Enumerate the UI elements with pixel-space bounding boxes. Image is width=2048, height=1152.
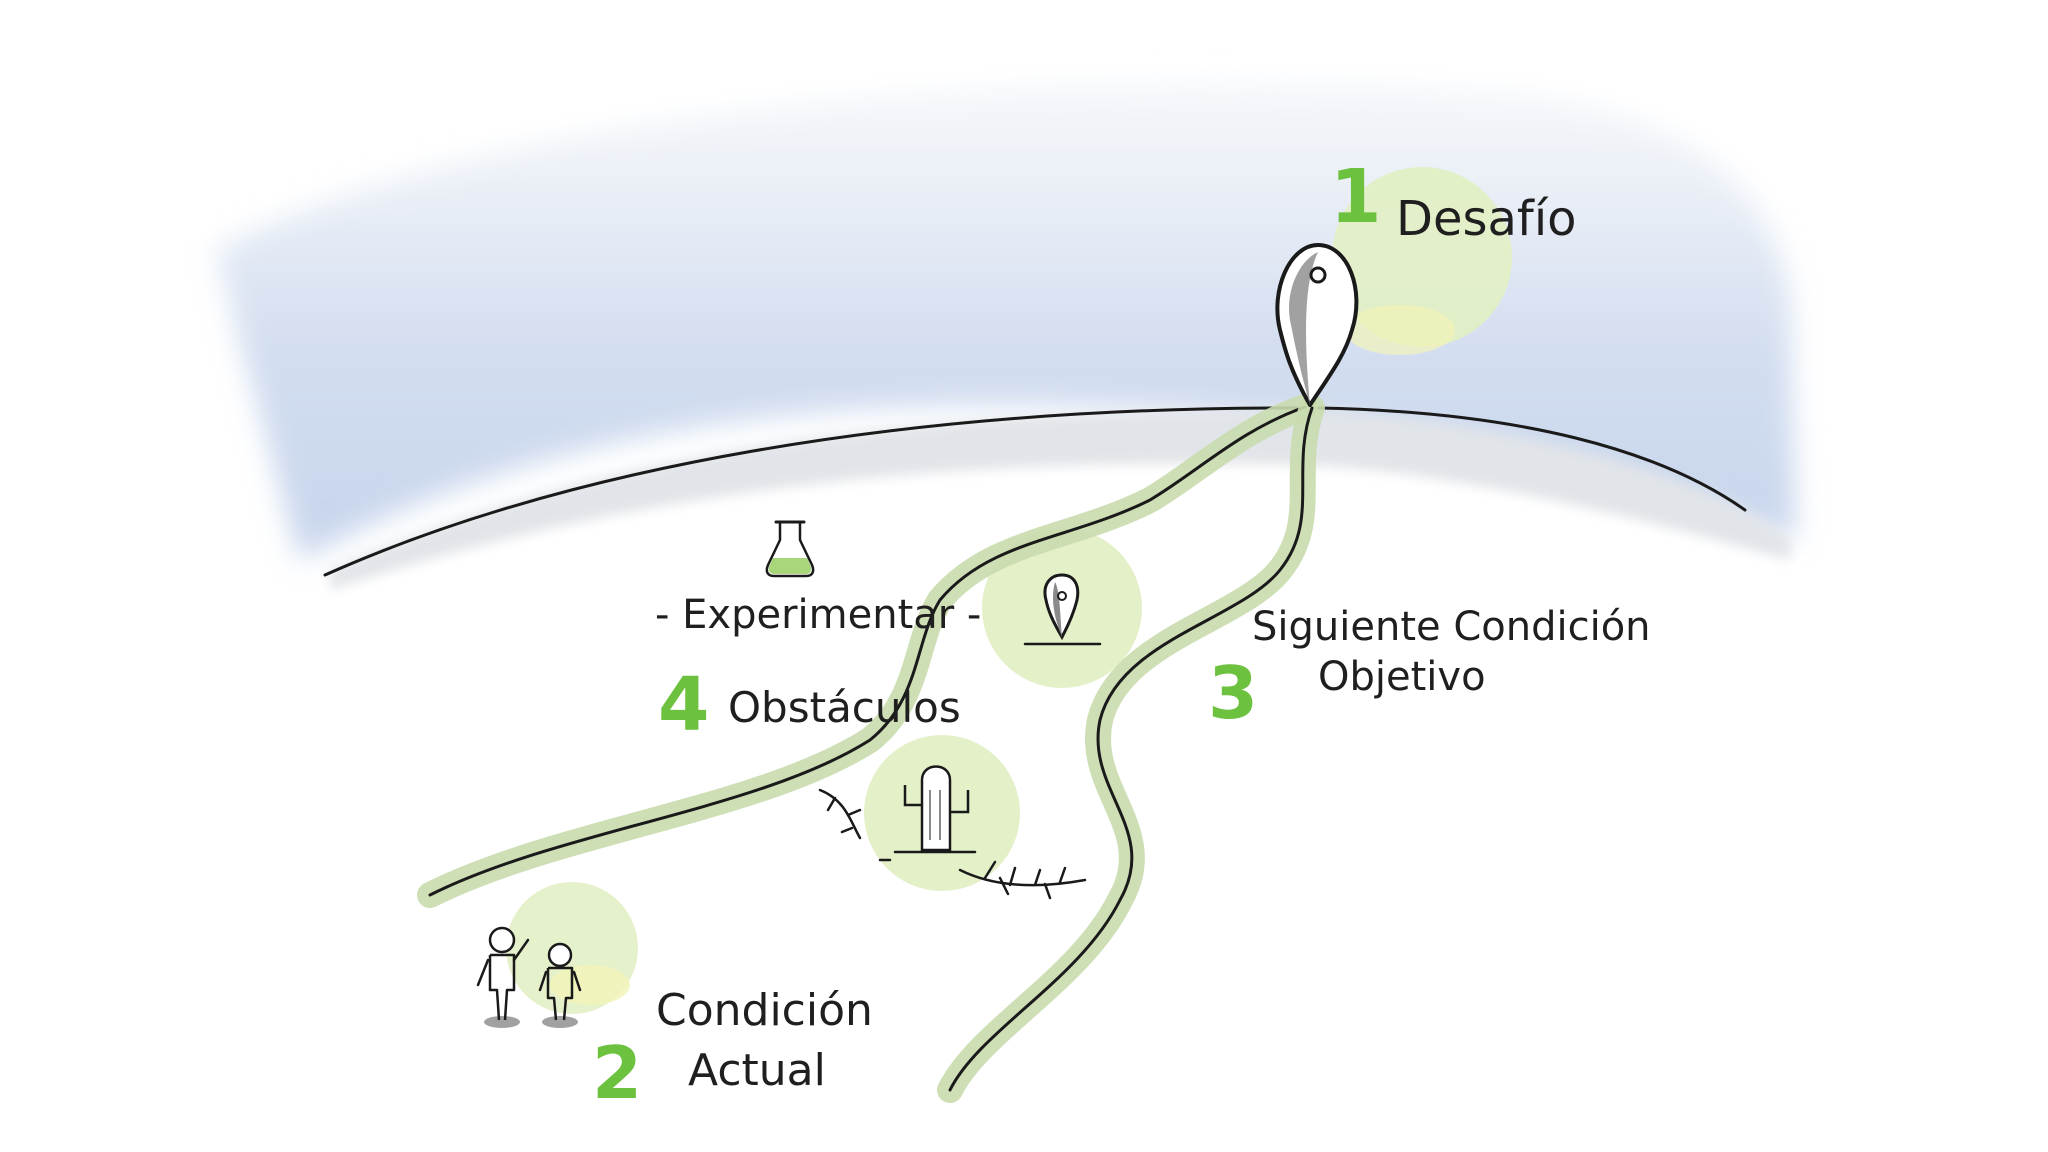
people-icon <box>476 926 582 1028</box>
step2-label-line2: Actual <box>688 1045 826 1096</box>
step4-label: Obstáculos <box>728 683 961 732</box>
ground-shadow <box>330 410 1790 590</box>
step3-label-line2: Objetivo <box>1318 654 1486 700</box>
horizon-line <box>323 406 1747 577</box>
step3-number: 3 <box>1208 651 1258 735</box>
left-path <box>417 394 1318 908</box>
cactus-icon <box>878 765 977 862</box>
experiment-label: - Experimentar - <box>655 592 981 638</box>
step2-number: 2 <box>592 1031 642 1115</box>
thorny-branch-icon <box>818 788 1087 900</box>
step4-number: 4 <box>658 662 710 748</box>
goal-map-pin-icon <box>1275 243 1359 407</box>
step1-number: 1 <box>1330 154 1382 240</box>
right-path <box>937 395 1325 1103</box>
step3-label-line1: Siguiente Condición <box>1252 604 1651 650</box>
step1-label: Desafío <box>1396 191 1577 247</box>
lab-flask-icon <box>765 520 815 578</box>
step2-label-line1: Condición <box>656 985 873 1036</box>
waypoint-map-pin-icon <box>1023 573 1102 646</box>
